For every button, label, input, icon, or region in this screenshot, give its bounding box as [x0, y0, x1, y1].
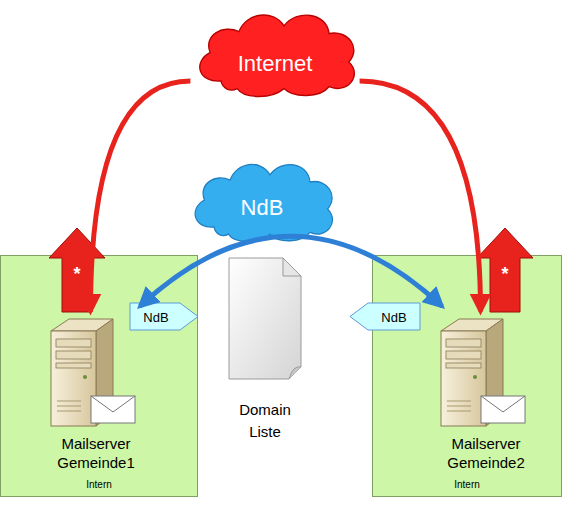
server-front [51, 331, 96, 426]
drive-bay [56, 339, 91, 347]
document-fold [283, 258, 301, 276]
cloud-outline [195, 164, 332, 241]
drive-bay [446, 351, 481, 359]
document-label: Domain Liste [230, 399, 300, 443]
envelope [481, 396, 525, 423]
zone-label: Intern [1, 479, 197, 491]
envelope [91, 396, 135, 423]
mail-server: Mailserver Gemeinde2 [431, 301, 541, 476]
document-icon [215, 255, 315, 383]
power-led [83, 375, 87, 379]
server-icon [431, 301, 541, 431]
envelope-flap [91, 396, 135, 412]
cloud-label: Internet [238, 51, 313, 77]
vent-line [447, 411, 471, 412]
document-node: Domain Liste [215, 255, 315, 450]
vent-line [57, 401, 81, 402]
vent-line [57, 406, 81, 407]
footnote-mark: * [73, 264, 80, 285]
interface-tag: NdB [143, 310, 168, 325]
interface-tag: NdB [381, 310, 406, 325]
vent-line [447, 401, 471, 402]
server-label: Mailserver Gemeinde1 [42, 434, 150, 472]
drive-bay [56, 363, 91, 368]
drive-bay [446, 339, 481, 347]
site-zone: Intern Mailserver Gemeinde1 [0, 255, 198, 497]
vent-line [57, 411, 81, 412]
drive-bay [446, 363, 481, 368]
cloud-label: NdB [241, 195, 284, 221]
ndb-tag-shape [350, 303, 420, 330]
footnote-mark: * [501, 264, 508, 285]
network-cloud: Internet [185, 5, 365, 100]
cloud-outline [200, 15, 355, 96]
network-cloud: NdB [182, 155, 342, 245]
zone-label: Intern [373, 479, 561, 491]
envelope-flap [481, 396, 525, 412]
drive-bay [56, 351, 91, 359]
document-page [229, 258, 301, 379]
document-curl [289, 367, 301, 379]
power-led [473, 375, 477, 379]
server-front [441, 331, 486, 426]
vent-line [447, 406, 471, 407]
site-zone: Intern Mailserver Gemeinde2 [372, 255, 562, 497]
server-label: Mailserver Gemeinde2 [432, 434, 540, 472]
